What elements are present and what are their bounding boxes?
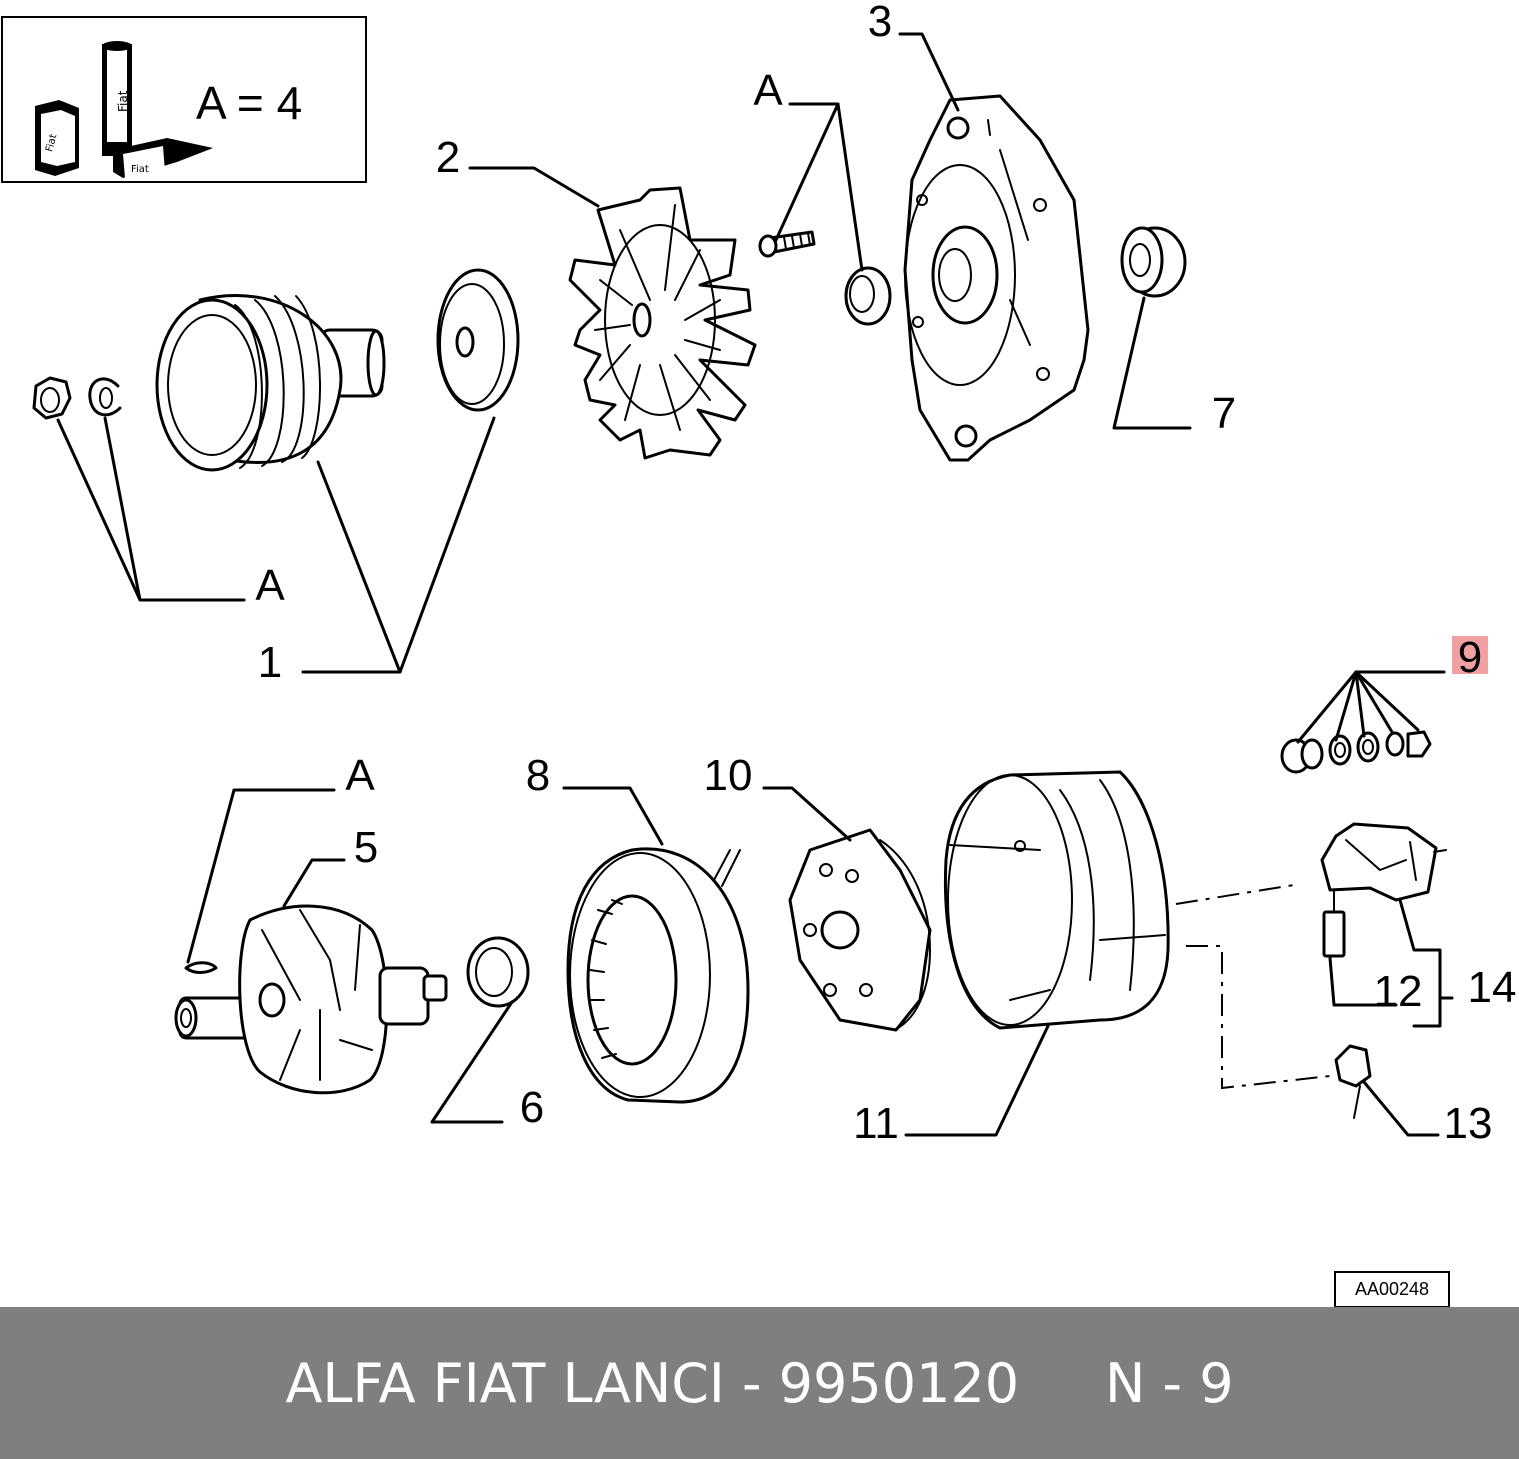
- terminal-nuts-washers: [1280, 730, 1432, 774]
- callout-12: 12: [1374, 967, 1423, 1016]
- rear-housing: [943, 770, 1170, 1030]
- lubricant-legend-box: Fiat Fiat Fiat A = 4: [1, 16, 367, 183]
- voltage-regulator-brush-holder: [1320, 822, 1447, 958]
- spring-washer: [88, 377, 122, 417]
- callout-13: 13: [1444, 1099, 1493, 1148]
- legend-text: A = 4: [196, 77, 303, 129]
- highlight-callout-9: [1452, 636, 1488, 674]
- diagram-reference-code: AA00248: [1334, 1271, 1450, 1308]
- leader-lines: [56, 32, 1454, 1137]
- callout-1: 1: [258, 638, 282, 687]
- callout-7: 7: [1212, 389, 1236, 438]
- rear-bearing: [466, 936, 530, 1008]
- stator: [566, 847, 750, 1104]
- footer-bar: ALFA FIAT LANCI - 9950120 N - 9: [0, 1307, 1519, 1459]
- callout-8: 8: [526, 751, 550, 800]
- pulley: [155, 294, 386, 472]
- callout-11: 11: [853, 1099, 899, 1148]
- bushing: [844, 266, 892, 326]
- callout-2: 2: [436, 133, 460, 182]
- callout-9: 9: [1458, 633, 1482, 682]
- fixing-screw: [758, 230, 816, 258]
- fiat-grease-tube-icon: Fiat Fiat Fiat: [35, 41, 213, 178]
- alternator-exploded-diagram: 3 A 2 7 A 1 9 A 8 10 5 12 14 6 11 13: [32, 0, 1517, 1148]
- footer-title: ALFA FIAT LANCI - 9950120 N - 9: [285, 1351, 1234, 1415]
- callout-14: 14: [1468, 963, 1517, 1012]
- cooling-fan: [568, 186, 757, 460]
- pulley-nut: [32, 376, 72, 420]
- callout-5: 5: [354, 823, 378, 872]
- legend-icon-label-1: Fiat: [44, 133, 59, 153]
- rotor: [174, 904, 448, 1095]
- rectifier-diode-plate: [788, 828, 932, 1032]
- callout-6: 6: [520, 1083, 544, 1132]
- callout-a-rotor: A: [345, 751, 375, 800]
- front-bearing: [1120, 226, 1187, 298]
- legend-icon-label-2: Fiat: [116, 90, 130, 112]
- woodruff-key: [184, 961, 218, 974]
- pulley-spacer-disc: [436, 268, 520, 412]
- callout-10: 10: [704, 751, 753, 800]
- suppression-capacitor: [1334, 1044, 1372, 1119]
- legend-icon-label-3: Fiat: [131, 164, 149, 175]
- callout-a-top: A: [753, 66, 783, 115]
- callout-a-left: A: [255, 561, 285, 610]
- callout-3: 3: [868, 0, 892, 46]
- front-housing: [903, 94, 1090, 462]
